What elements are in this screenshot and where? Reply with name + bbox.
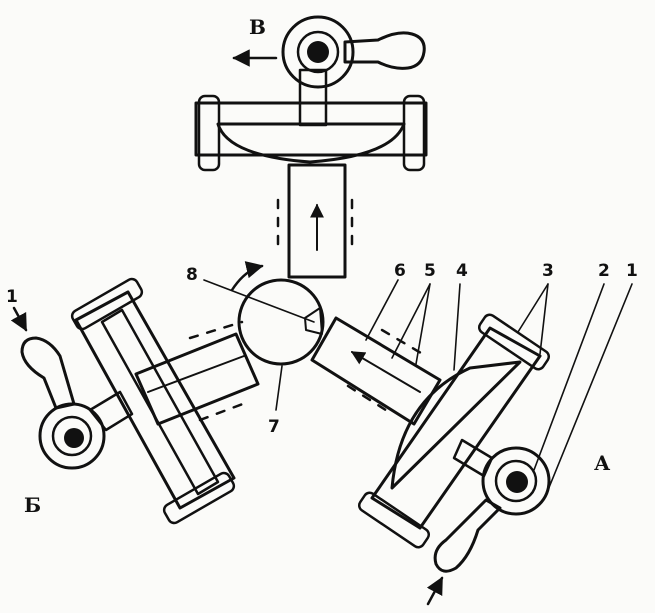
left-valve-ball [64,428,84,448]
callout-5: 5 [424,261,436,281]
top-valve-ball [307,41,329,63]
left-assembly: 1 Б [6,277,260,525]
ball-rotation-arrow [230,261,264,292]
left-pipe-dash-bottom [198,400,250,422]
central-ball [230,261,325,366]
callout-4: 4 [456,261,468,281]
right-flow-arrow [350,351,421,393]
leader-1 [547,283,633,491]
left-bolt-bottom [162,471,236,525]
left-pipe [134,332,260,426]
left-handle [20,336,76,410]
callout-2: 2 [598,261,610,281]
right-bolt-bottom [357,491,431,549]
leader-5b [415,283,431,365]
port-label-b: Б [24,493,41,517]
leader-2 [533,283,605,471]
ball-notch [304,307,323,335]
right-pipe [310,316,442,426]
left-bolt-top [70,277,144,331]
top-pipe [287,163,347,279]
leader-6 [365,279,399,341]
right-bolt-top [477,313,551,371]
callout-7: 7 [268,417,280,437]
callouts: 8 7 6 5 4 3 2 1 [186,261,638,491]
right-valve-ball [506,471,528,493]
right-valve-head [481,446,551,516]
top-bolt-right [402,94,426,172]
top-flange [194,101,428,157]
top-valve-bore [296,30,340,74]
leader-3b [539,283,549,355]
port-label-v: В [249,15,266,39]
leader-4 [453,283,461,371]
leader-7 [275,365,283,411]
top-assembly: В [194,15,428,279]
callout-1: 1 [626,261,638,281]
top-valve-head [281,15,355,89]
right-assembly: А [310,313,611,606]
callout-6: 6 [394,261,406,281]
top-bolt-left [197,94,221,172]
top-neck [298,68,328,127]
leader-8 [203,279,315,323]
left-valve-bore [51,415,93,457]
right-pipe-dash-bottom [346,384,394,416]
right-handle [433,498,502,573]
ball-body [237,278,325,366]
left-flange-inner [100,308,220,496]
left-pipe-dash-top [188,320,244,340]
right-inlet-arrow [426,576,444,606]
right-valve-bore [494,459,538,503]
top-handle [343,31,426,70]
top-diaphragm [216,122,406,164]
port-label-a: А [594,451,611,475]
leader-3a [517,283,549,333]
left-flange [74,290,236,510]
right-flange [370,326,542,530]
left-pipe-axis [147,355,245,393]
right-diaphragm [390,360,522,490]
callout-8: 8 [186,265,198,285]
left-inlet-arrow [10,306,28,332]
left-callout-1: 1 [6,287,18,307]
callout-3: 3 [542,261,554,281]
leader-5a [391,283,431,359]
